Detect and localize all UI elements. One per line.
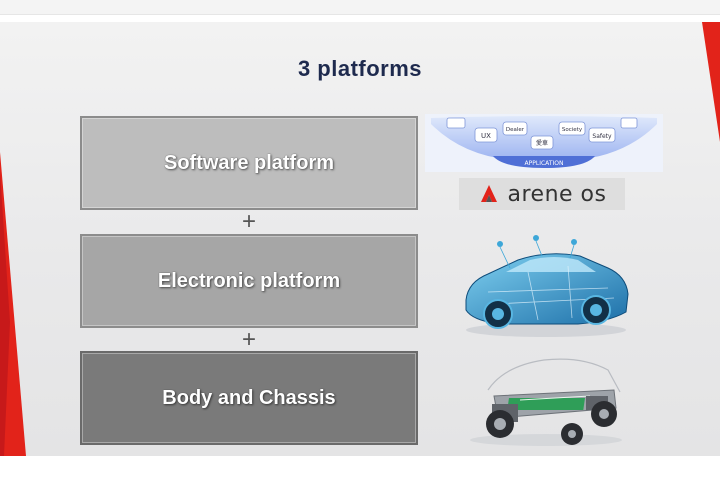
red-accent-right — [702, 22, 720, 142]
slide-title: 3 platforms — [297, 56, 423, 81]
software-platform-label: Software platform — [163, 151, 335, 174]
bubble-society: Society — [562, 127, 583, 133]
arene-os-logo: arene os — [459, 178, 625, 210]
application-band-label: APPLICATION — [525, 160, 564, 167]
body-chassis-label: Body and Chassis — [162, 386, 336, 409]
slide: 3 platforms Software platform + Electron… — [0, 22, 720, 456]
body-chassis-box: Body and Chassis — [80, 351, 418, 445]
application-diagram: APPLICATION UX Dealer 愛車 Society Safety — [425, 114, 663, 172]
bubble-aisha: 愛車 — [536, 139, 548, 147]
bubble-safety: Safety — [592, 133, 612, 140]
electronic-platform-box: Electronic platform — [80, 234, 418, 328]
red-accent-left — [0, 152, 26, 456]
bubble-dealer: Dealer — [506, 127, 525, 133]
chassis-image — [470, 358, 622, 446]
bubble-ux: UX — [481, 132, 491, 140]
arene-logo-icon — [480, 185, 497, 202]
plus-sign-1: + — [241, 208, 256, 235]
top-band — [0, 0, 720, 15]
arene-os-text: arene os — [507, 181, 607, 207]
electronic-platform-label: Electronic platform — [157, 269, 341, 292]
plus-sign-2: + — [241, 326, 256, 353]
software-platform-box: Software platform — [80, 116, 418, 210]
electronic-car-image — [465, 235, 629, 337]
